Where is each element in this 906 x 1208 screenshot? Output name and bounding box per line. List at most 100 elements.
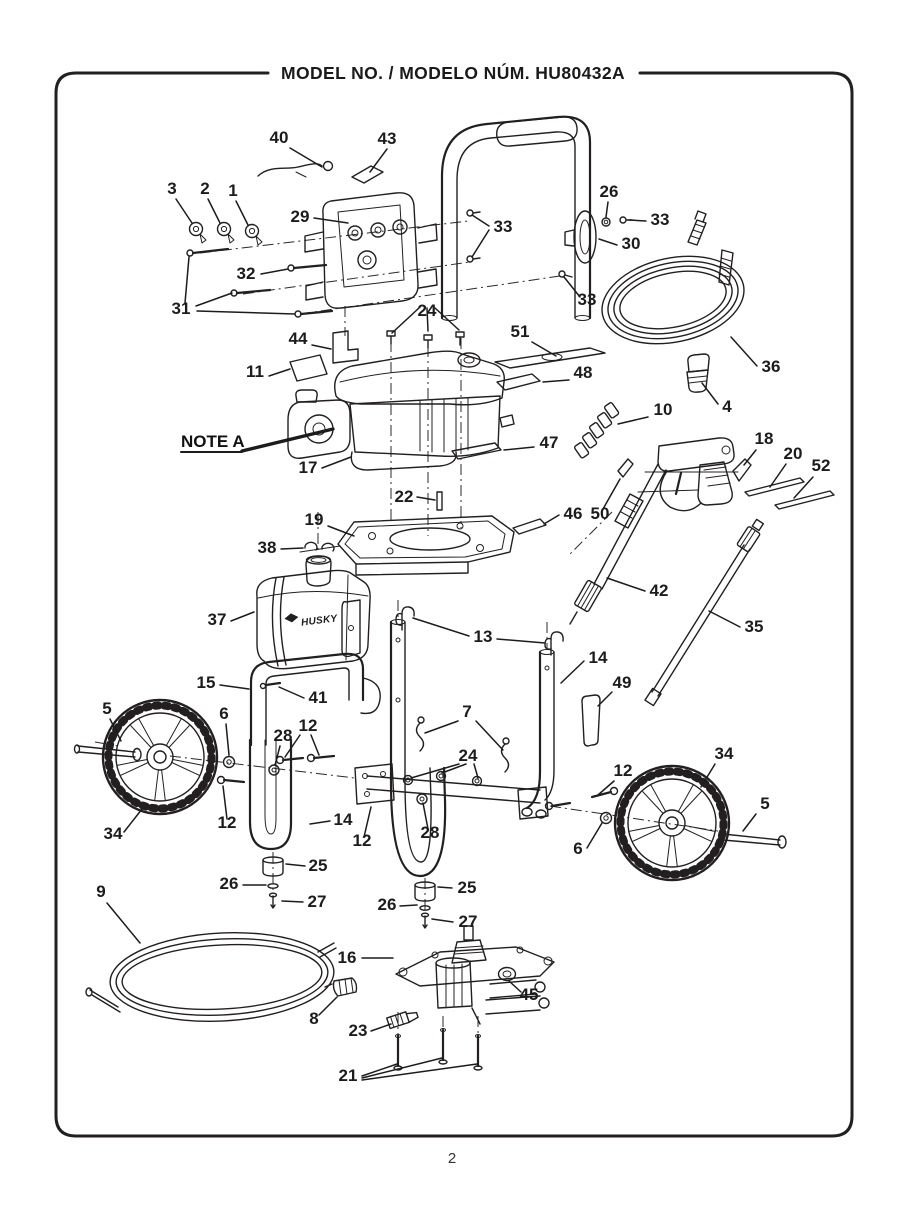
part-47-label	[451, 442, 502, 460]
callout-38: 38	[258, 538, 277, 557]
note-a-label: NOTE A	[181, 432, 245, 451]
part-48-label	[496, 373, 541, 391]
callout-1: 1	[228, 181, 237, 200]
part-22-key	[436, 491, 443, 511]
part-24-top-bolts	[386, 330, 465, 349]
callout-52: 52	[812, 456, 831, 475]
leader-lines	[106, 147, 814, 1081]
callout-12: 12	[218, 813, 237, 832]
page-border	[54, 71, 854, 1138]
callout-20: 20	[784, 444, 803, 463]
callout-4: 4	[722, 397, 732, 416]
part-38-clip	[299, 541, 341, 553]
callout-5: 5	[760, 794, 769, 813]
part-9-hose-ends	[89, 942, 337, 1013]
part-9-hose-tip	[85, 987, 93, 997]
part-46-label	[512, 518, 547, 535]
callout-23: 23	[349, 1021, 368, 1040]
callout-9: 9	[96, 882, 105, 901]
callout-14: 14	[589, 648, 608, 667]
part-36-hose-fittings	[687, 210, 734, 286]
part-28-washers	[268, 764, 428, 805]
part-37-tank: HUSKY	[256, 555, 371, 670]
part-35-wand	[644, 518, 765, 707]
callout-44: 44	[289, 329, 308, 348]
callout-33: 33	[578, 290, 597, 309]
part-23-fitting	[386, 1011, 419, 1030]
part-52-plate	[774, 490, 835, 510]
callout-27: 27	[308, 892, 327, 911]
callout-35: 35	[745, 617, 764, 636]
part-19-base-plate	[337, 515, 515, 576]
callout-25: 25	[458, 878, 477, 897]
part-21-studs	[393, 1028, 483, 1071]
part-1-2-3-clips	[188, 221, 263, 246]
callout-6: 6	[573, 839, 582, 858]
callout-28: 28	[274, 726, 293, 745]
callout-14: 14	[334, 810, 353, 829]
callout-22: 22	[395, 487, 414, 506]
part-34-wheel-left	[101, 698, 219, 816]
callout-29: 29	[291, 207, 310, 226]
part-44-bracket	[332, 330, 359, 364]
callout-5: 5	[102, 699, 111, 718]
part-16-pump	[395, 925, 555, 1025]
callout-19: 19	[305, 510, 324, 529]
part-5-axle-pins	[73, 744, 787, 849]
callout-30: 30	[622, 234, 641, 253]
callout-24: 24	[459, 746, 478, 765]
callout-42: 42	[650, 581, 669, 600]
callout-41: 41	[309, 688, 328, 707]
callout-12: 12	[353, 831, 372, 850]
part-30-hose-hanger	[564, 210, 597, 264]
part-20-plate	[744, 477, 805, 497]
callout-43: 43	[378, 129, 397, 148]
part-9-siphon-hose	[109, 931, 335, 1023]
part-11-label	[289, 354, 328, 382]
callout-12: 12	[299, 716, 318, 735]
callout-18: 18	[755, 429, 774, 448]
part-25-26-27-feet-left	[262, 856, 284, 909]
callout-7: 7	[462, 702, 471, 721]
callout-17: 17	[299, 458, 318, 477]
callout-3: 3	[167, 179, 176, 198]
part-50-label	[617, 458, 634, 478]
part-12-bolts	[216, 753, 619, 811]
part-18-label	[732, 458, 752, 482]
part-10-nozzles	[573, 402, 620, 459]
callout-49: 49	[613, 673, 632, 692]
callout-15: 15	[197, 673, 216, 692]
callout-50: 50	[591, 504, 610, 523]
part-15-lower-handle	[248, 652, 381, 851]
callout-51: 51	[511, 322, 530, 341]
callout-48: 48	[574, 363, 593, 382]
part-17-engine	[287, 350, 515, 471]
part-6-washers	[222, 755, 613, 825]
part-45-plug	[497, 966, 517, 982]
callout-21: 21	[339, 1066, 358, 1085]
callout-28: 28	[421, 823, 440, 842]
part-39-handle	[440, 115, 592, 321]
callout-46: 46	[564, 504, 583, 523]
callout-32: 32	[237, 264, 256, 283]
part-29-panel	[304, 192, 438, 309]
callout-26: 26	[220, 874, 239, 893]
callout-27: 27	[459, 912, 478, 931]
part-43-label	[351, 165, 384, 184]
part-8-filter	[324, 977, 358, 997]
callout-31: 31	[172, 299, 191, 318]
callout-12: 12	[614, 761, 633, 780]
callout-26: 26	[378, 895, 397, 914]
callout-36: 36	[762, 357, 781, 376]
part-4-adapter	[686, 353, 710, 393]
callout-34: 34	[715, 744, 734, 763]
callout-24: 24	[418, 301, 437, 320]
part-31-32-bolts	[186, 247, 334, 318]
note-a: NOTE A	[180, 427, 335, 453]
callout-2: 2	[200, 179, 209, 198]
callout-11: 11	[246, 362, 264, 381]
callout-8: 8	[309, 1009, 318, 1028]
part-33-screws	[466, 209, 633, 278]
